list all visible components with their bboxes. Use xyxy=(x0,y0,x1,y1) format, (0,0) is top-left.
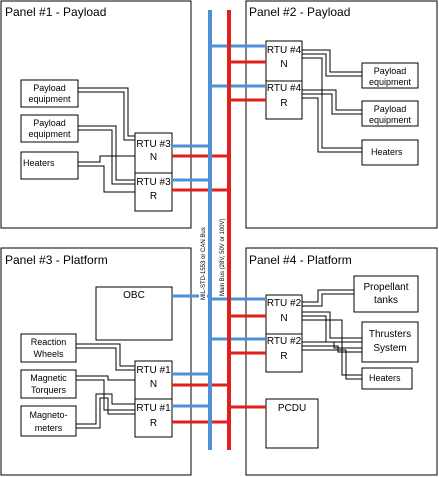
rtu-1-redundant xyxy=(134,398,173,438)
rtu-1-redundant-label: RTU #1 xyxy=(136,403,171,414)
magnetometers-label-line2: meters xyxy=(35,423,63,433)
pcdu-label: PCDU xyxy=(278,403,306,414)
rtu-3-redundant-suffix: R xyxy=(150,191,157,202)
rtu-3-nominal-label: RTU #3 xyxy=(136,139,171,150)
propellant-tanks-label-line2: tanks xyxy=(374,295,398,306)
rtu-4-redundant-suffix: R xyxy=(280,98,287,109)
propellant-tanks-box xyxy=(353,275,419,313)
pcdu-box xyxy=(265,398,319,449)
rtu-4-redundant-label: RTU #4 xyxy=(267,83,302,94)
obc-box xyxy=(95,286,173,341)
panel-1-harness xyxy=(78,87,135,193)
rtu-4-nominal-suffix: N xyxy=(280,59,287,70)
panel-4-title: Panel #4 - Platform xyxy=(249,253,352,267)
data-bus-label: MIL-STD-1553 or CAN Bus xyxy=(201,227,207,300)
power-bus-stubs xyxy=(172,60,266,424)
payload-equipment-label-line1: Payload xyxy=(374,66,407,76)
panel-4: Panel #4 - Platform RTU #2 N RTU #2 R Pr… xyxy=(245,247,438,476)
magnetic-torquers-label-line1: Magnetic xyxy=(30,373,67,383)
payload-equipment-label-line2: equipment xyxy=(369,115,412,125)
heaters-box xyxy=(361,139,419,166)
heaters-label: Heaters xyxy=(23,158,55,168)
magnetic-torquers-label-line2: Torquers xyxy=(31,385,67,395)
payload-equipment-label-line1: Payload xyxy=(33,83,66,93)
reaction-wheels-label-line2: Wheels xyxy=(33,349,64,359)
power-bus-label-bg xyxy=(218,196,226,296)
payload-equipment-box xyxy=(361,62,419,89)
thrusters-system-box xyxy=(361,321,419,363)
rtu-3-redundant xyxy=(134,172,173,212)
rtu-3-redundant-label: RTU #3 xyxy=(136,177,171,188)
rtu-3-nominal xyxy=(134,132,173,174)
payload-equipment-label-line2: equipment xyxy=(28,129,71,139)
thrusters-system-label-line2: System xyxy=(373,343,406,354)
panel-3-title: Panel #3 - Platform xyxy=(5,253,108,267)
rtu-4-redundant xyxy=(265,80,303,120)
panel-2: Panel #2 - Payload RTU #4 N RTU #4 R Pay… xyxy=(245,0,438,229)
magnetometers-label-line1: Magneto- xyxy=(29,410,67,420)
rtu-1-nominal xyxy=(134,360,173,400)
data-bus-stubs xyxy=(172,44,266,408)
rtu-4-nominal-label: RTU #4 xyxy=(267,45,302,56)
rtu-2-nominal-suffix: N xyxy=(280,313,287,324)
heaters-box xyxy=(361,367,413,390)
obc-label: OBC xyxy=(123,290,145,301)
payload-equipment-label-line2: equipment xyxy=(28,94,71,104)
rtu-2-redundant-suffix: R xyxy=(280,351,287,362)
heaters-box xyxy=(20,151,79,180)
magnetic-torquers-box xyxy=(20,369,77,399)
payload-equipment-box xyxy=(20,79,79,108)
heaters-label: Heaters xyxy=(371,147,403,157)
rtu-1-nominal-suffix: N xyxy=(150,379,157,390)
panel-3-harness xyxy=(76,343,135,429)
panel-1: Panel #1 - Payload Payload equipment Pay… xyxy=(0,0,192,229)
magnetometers-box xyxy=(20,405,77,437)
heaters-label: Heaters xyxy=(369,373,401,383)
data-bus-label-bg xyxy=(199,196,207,300)
reaction-wheels-box xyxy=(20,333,77,363)
reaction-wheels-label-line1: Reaction xyxy=(31,337,67,347)
rtu-1-redundant-suffix: R xyxy=(150,418,157,429)
rtu-2-redundant xyxy=(265,333,303,373)
payload-equipment-label-line2: equipment xyxy=(369,77,412,87)
rtu-1-nominal-label: RTU #1 xyxy=(136,365,171,376)
panel-2-harness xyxy=(302,49,362,153)
payload-equipment-box xyxy=(361,100,419,127)
thrusters-system-label-line1: Thrusters xyxy=(369,329,411,340)
payload-equipment-label-line1: Payload xyxy=(33,118,66,128)
payload-equipment-label-line1: Payload xyxy=(374,104,407,114)
rtu-2-nominal-label: RTU #2 xyxy=(267,298,302,309)
power-bus-label: Main Bus (28V, 50V or 100V) xyxy=(220,219,226,297)
rtu-2-redundant-label: RTU #2 xyxy=(267,336,302,347)
payload-equipment-box xyxy=(20,114,79,143)
rtu-3-nominal-suffix: N xyxy=(150,152,157,163)
panel-4-harness xyxy=(302,289,362,380)
panel-3: Panel #3 - Platform OBC Reaction Wheels … xyxy=(0,247,192,476)
panel-1-title: Panel #1 - Payload xyxy=(5,5,106,19)
propellant-tanks-label-line1: Propellant xyxy=(363,282,408,293)
panel-2-title: Panel #2 - Payload xyxy=(249,5,350,19)
